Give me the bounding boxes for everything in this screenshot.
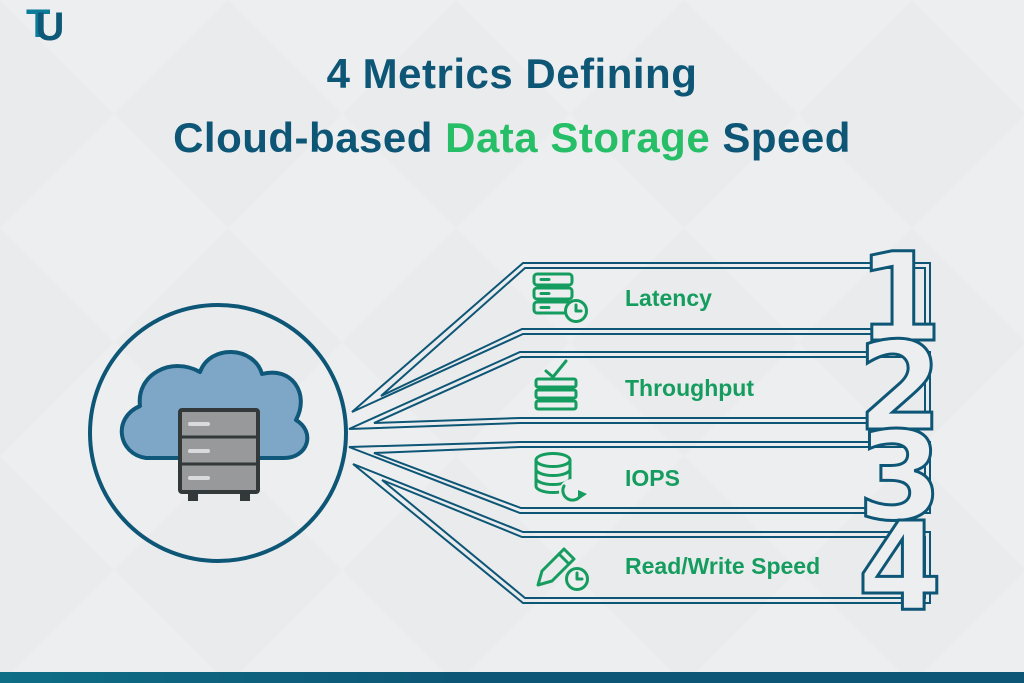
metric-label-3: IOPS — [625, 465, 680, 491]
logo: TU — [26, 4, 64, 47]
pencil-clock-icon — [536, 547, 589, 591]
metric-label-1: Latency — [625, 285, 712, 311]
server-clock-icon — [532, 272, 588, 323]
title-line-1: 4 Metrics Defining — [326, 50, 698, 97]
metric-number-4: 4 — [858, 496, 943, 638]
title-line2-suffix: Speed — [710, 113, 851, 161]
metric-label-4: Read/Write Speed — [625, 553, 820, 579]
database-refresh-icon — [534, 452, 587, 505]
server-icon — [178, 408, 260, 501]
logo-letter-u: U — [35, 5, 65, 49]
title-line2-prefix: Cloud-based — [173, 113, 446, 161]
bottom-bar — [0, 672, 1024, 683]
server-check-icon — [534, 359, 578, 411]
metric-label-2: Throughput — [625, 375, 754, 401]
title-line2-highlight: Data Storage — [445, 113, 711, 161]
